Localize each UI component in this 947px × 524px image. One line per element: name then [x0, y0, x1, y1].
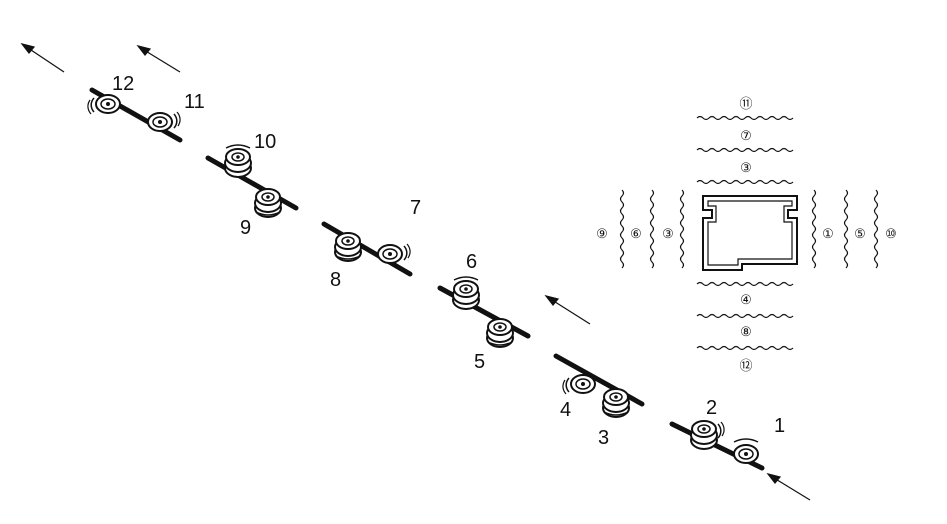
roller-8-icon	[334, 232, 362, 262]
section-label-bottom-1: ④	[740, 292, 752, 307]
roller-4-icon	[562, 374, 596, 395]
exit-arrow-right	[143, 49, 181, 73]
station-group-7-8	[321, 221, 413, 277]
roller-6-icon	[452, 276, 480, 310]
section-label-right-3: ⑩	[885, 226, 897, 241]
roller-1-icon	[733, 438, 759, 464]
roller-3-icon	[602, 388, 630, 418]
station-label-11: 11	[184, 91, 205, 113]
section-labels: ⑪ ⑦ ③ ⑨ ⑥ ③ ① ⑤ ⑩ ④ ⑧ ⑫	[596, 96, 897, 373]
section-label-top-3: ③	[740, 160, 752, 175]
wave-lines-left	[619, 189, 685, 269]
section-label-top-1: ⑪	[739, 96, 752, 111]
strip-segment	[205, 155, 299, 211]
station-label-2: 2	[706, 397, 717, 419]
station-labels: 1 2 3 4 5 6 7 8 9 10 11 12	[112, 73, 785, 449]
roller-7-icon	[377, 243, 411, 264]
station-label-9: 9	[240, 217, 251, 239]
section-label-top-2: ⑦	[740, 128, 752, 143]
wave-lines-top	[696, 115, 794, 185]
flow-arrows	[20, 42, 811, 501]
arrow-head	[766, 472, 782, 484]
station-label-6: 6	[466, 251, 477, 273]
section-label-right-1: ①	[822, 226, 834, 241]
flow-arrow-middle	[551, 299, 591, 325]
station-group-3-4	[553, 353, 645, 418]
station-label-12: 12	[112, 73, 134, 95]
strip-segment	[321, 221, 413, 277]
section-label-bottom-3: ⑫	[739, 358, 752, 373]
roller-9-icon	[254, 188, 282, 218]
roller-10-icon	[224, 144, 252, 178]
section-label-left-3: ③	[662, 226, 674, 241]
station-label-7: 7	[410, 197, 421, 219]
strip-segment	[553, 353, 645, 407]
cross-section-diagram: ⑪ ⑦ ③ ⑨ ⑥ ③ ① ⑤ ⑩ ④ ⑧ ⑫	[596, 96, 897, 373]
arrow-head	[20, 42, 36, 54]
roller-11-icon	[147, 111, 181, 132]
station-group-9-10	[205, 144, 299, 218]
section-label-left-1: ⑨	[596, 226, 608, 241]
roller-5-icon	[486, 318, 514, 348]
channel-profile-inner	[707, 200, 793, 266]
station-label-8: 8	[330, 269, 341, 291]
roller-12-icon	[87, 94, 121, 115]
arrow-head	[136, 44, 152, 56]
arrow-head	[544, 294, 560, 306]
station-label-4: 4	[560, 399, 571, 421]
wave-lines-right	[811, 189, 879, 269]
section-label-bottom-2: ⑧	[740, 324, 752, 339]
station-label-10: 10	[254, 131, 276, 153]
entry-arrow	[773, 477, 811, 501]
station-group-1-2	[669, 420, 765, 471]
wave-lines-bottom	[696, 281, 794, 351]
station-label-1: 1	[774, 415, 785, 437]
station-group-5-6	[437, 276, 531, 348]
channel-profile	[702, 195, 798, 271]
section-label-right-2: ⑤	[854, 226, 866, 241]
section-label-left-2: ⑥	[630, 226, 642, 241]
station-group-11-12	[87, 87, 183, 143]
exit-arrow-left	[27, 47, 65, 73]
station-label-3: 3	[598, 427, 609, 449]
station-label-5: 5	[474, 351, 485, 373]
